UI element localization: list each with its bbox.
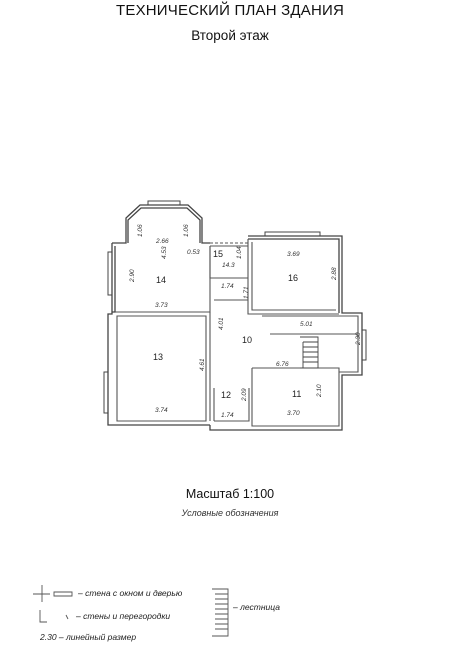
dim-2-10: 2.10 [316, 384, 323, 398]
plan-title: ТЕХНИЧЕСКИЙ ПЛАН ЗДАНИЯ [116, 2, 344, 19]
dim-2-90: 2.90 [129, 269, 136, 283]
room15-outline [209, 245, 248, 279]
dim-1-71: 1.71 [243, 286, 250, 299]
stair-outline [300, 336, 319, 369]
outer-walls [107, 204, 363, 431]
left-outer-wall [107, 243, 210, 426]
dim-3-70: 3.70 [287, 410, 300, 417]
dim-1-04: 1.04 [236, 246, 243, 259]
room-11: 11 [292, 389, 301, 399]
dim-2-30: 2.30 [355, 332, 362, 346]
legend-walls-partitions: – стены и перегородки [76, 611, 171, 621]
dim-5-01: 5.01 [300, 321, 313, 328]
dimension-labels: 1.06 2.66 1.06 0.53 14.3 1.04 3.69 2.90 … [129, 224, 362, 419]
room-14: 14 [156, 275, 166, 285]
dim-4-61: 4.61 [199, 358, 206, 371]
window-right-1 [361, 329, 367, 361]
right-outer-inner [248, 238, 340, 313]
stair-room-wall [262, 315, 359, 373]
legend-stairs-symbol [212, 588, 229, 637]
room-13: 13 [153, 352, 163, 362]
legend-symbols [33, 585, 229, 637]
room16-left-wall [247, 239, 339, 315]
dim-1-74-b: 1.74 [221, 412, 234, 419]
windows [103, 200, 367, 431]
legend-wall-window-door: – стена с окном и дверью [78, 588, 183, 598]
room-10: 10 [242, 335, 252, 345]
dim-4-53: 4.53 [161, 246, 168, 259]
dim-1-06-a: 1.06 [137, 224, 144, 237]
dim-2-88: 2.88 [331, 267, 338, 281]
window-left-2 [103, 371, 109, 414]
stair-steps [302, 341, 318, 368]
dim-6-76: 6.76 [276, 361, 289, 368]
legend-wall-window-symbol [33, 585, 73, 602]
dim-14-3: 14.3 [222, 262, 235, 269]
dim-1-74-a: 1.74 [221, 283, 234, 290]
room12-wall [213, 388, 250, 422]
room-15: 15 [213, 249, 223, 259]
scale-label: Масштаб 1:100 [185, 487, 275, 501]
window-left-1 [107, 251, 113, 296]
dim-3-69: 3.69 [287, 251, 300, 258]
room13-right-wall [116, 315, 207, 422]
legend-stairs: – лестница [233, 602, 280, 612]
window-bay-1 [147, 200, 181, 206]
room-16: 16 [288, 273, 298, 283]
dim-3-73: 3.73 [155, 302, 168, 309]
room-12: 12 [221, 390, 231, 400]
room16-left-inner [251, 242, 336, 311]
dim-2-09: 2.09 [241, 388, 248, 402]
legend-linear-size: 2.30 – линейный размер [40, 632, 137, 642]
top-right-wall [248, 235, 363, 431]
dim-4-01: 4.01 [218, 317, 225, 330]
dim-0-53: 0.53 [187, 249, 200, 256]
stairs [300, 336, 319, 369]
dim-1-06-b: 1.06 [183, 224, 190, 237]
window-top-1 [264, 231, 321, 237]
legend-title: Условные обозначения [181, 508, 279, 518]
bay-window-inner [127, 207, 201, 243]
interior-walls [115, 239, 359, 427]
room-labels: 14 15 16 13 10 12 11 [153, 249, 301, 400]
floor-subtitle: Второй этаж [191, 28, 269, 43]
dim-2-66: 2.66 [155, 238, 169, 245]
bottom-notch [209, 425, 254, 431]
dim-3-74: 3.74 [155, 407, 168, 414]
legend-wall-symbol [39, 610, 69, 623]
